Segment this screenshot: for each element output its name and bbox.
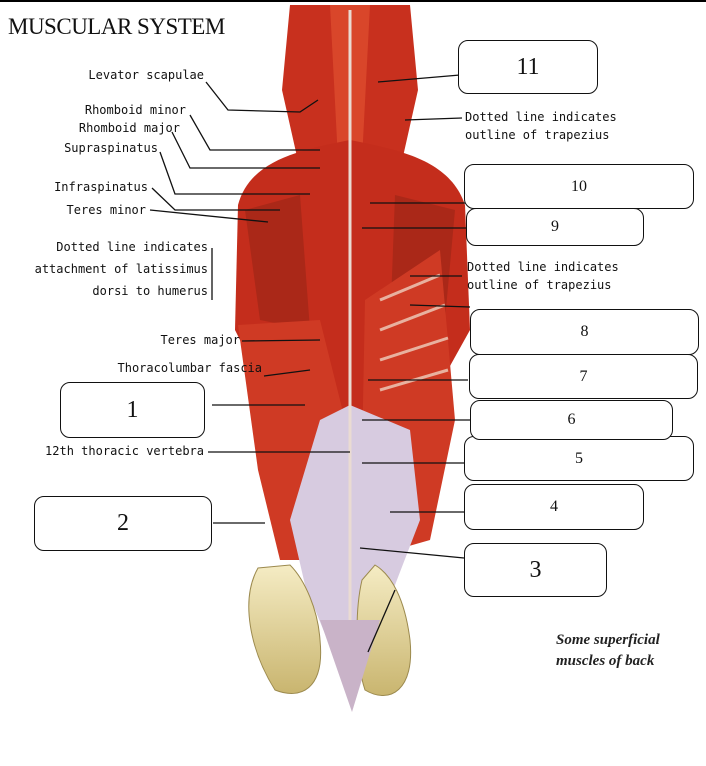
label-rhomboid-minor: Rhomboid minor [85,103,186,117]
answer-box-6[interactable]: 6 [470,400,673,440]
answer-box-11[interactable]: 11 [458,40,598,94]
label-levator-scapulae: Levator scapulae [88,68,204,82]
answer-box-2[interactable]: 2 [34,496,212,551]
diagram-title: MUSCULAR SYSTEM [8,14,225,40]
answer-box-7[interactable]: 7 [469,354,698,399]
label-trapezius-outline-1: outline of trapezius [465,128,610,142]
label-teres-minor: Teres minor [67,203,146,217]
label-infraspinatus: Infraspinatus [54,180,148,194]
label-12th-thoracic-vertebra: 12th thoracic vertebra [45,444,204,458]
label-teres-major: Teres major [161,333,240,347]
diagram-caption: Some superficial muscles of back [556,630,660,672]
label-attachment-latissimus: attachment of latissimus [35,262,208,276]
label-trapezius-outline-2: outline of trapezius [467,278,612,292]
label-rhomboid-major: Rhomboid major [79,121,180,135]
answer-box-8[interactable]: 8 [470,309,699,355]
label-trapezius-dotted-1: Dotted line indicates [465,110,617,124]
caption-line-2: muscles of back [556,651,660,672]
label-supraspinatus: Supraspinatus [64,141,158,155]
answer-box-4[interactable]: 4 [464,484,644,530]
answer-box-3[interactable]: 3 [464,543,607,597]
answer-box-9[interactable]: 9 [466,208,644,246]
answer-box-1[interactable]: 1 [60,382,205,438]
label-dotted-line-1: Dotted line indicates [56,240,208,254]
answer-box-10[interactable]: 10 [464,164,694,209]
label-thoracolumbar-fascia: Thoracolumbar fascia [118,361,263,375]
answer-box-5[interactable]: 5 [464,436,694,481]
label-trapezius-dotted-2: Dotted line indicates [467,260,619,274]
label-dorsi-to-humerus: dorsi to humerus [92,284,208,298]
caption-line-1: Some superficial [556,630,660,651]
